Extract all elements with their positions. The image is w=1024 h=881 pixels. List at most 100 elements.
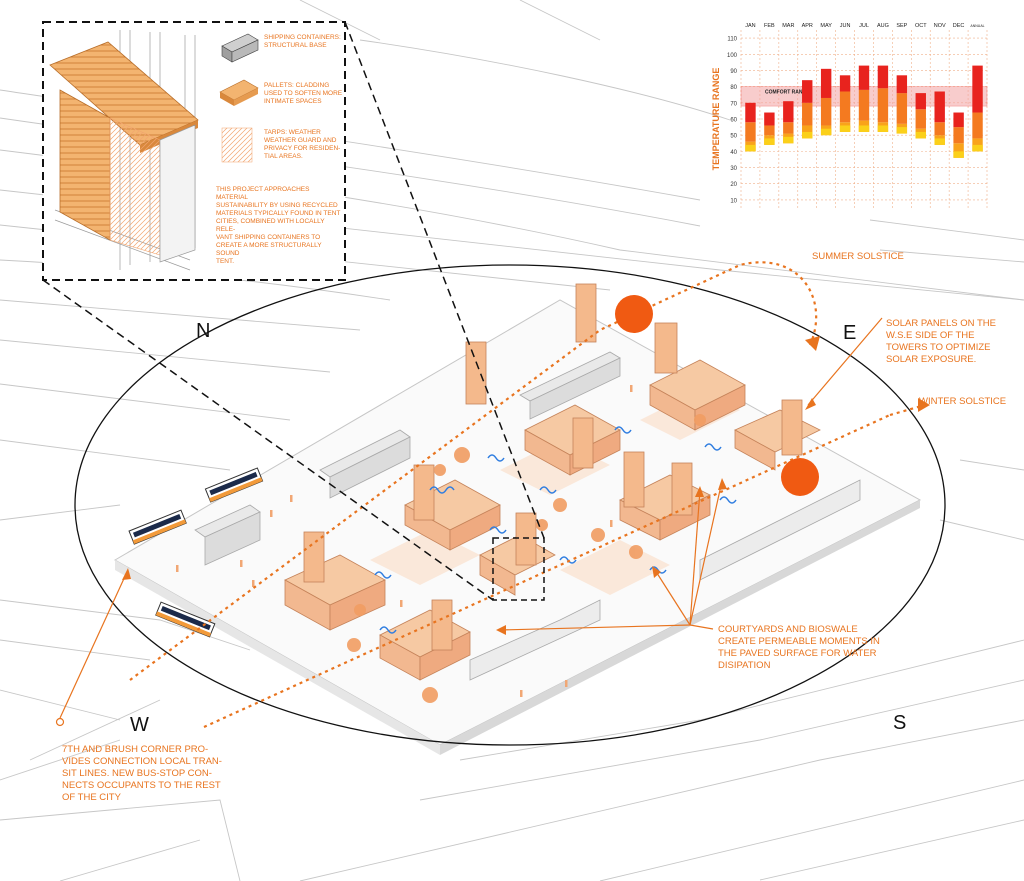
chart-bar-segment [915,109,926,129]
chart-bar-low [802,131,813,139]
pallet-swatch [219,79,259,106]
winter-solstice-label: WINTER SOLSTICE [919,396,1007,407]
chart-bar-segment [783,101,794,123]
chart-bar-low [839,125,851,132]
chart-category-label: SEP [896,23,907,29]
chart-bar-segment [953,143,964,158]
chart-tick-label: 30 [730,166,737,172]
chart-category-label: AUG [877,23,889,29]
chart-tick-label: 110 [727,37,737,43]
legend-paragraph: THIS PROJECT APPROACHES MATERIAL SUSTAIN… [216,186,341,265]
chart-bar-segment [802,125,813,139]
chart-bar-segment [820,68,832,98]
transit-note: 7TH AND BRUSH CORNER PRO- VIDES CONNECTI… [62,744,222,803]
people-figures [176,385,633,697]
chart-category-label: APR [802,23,813,29]
chart-bar-segment [972,112,983,139]
chart-tick-label: 50 [730,134,737,140]
legend-pallets-text: PALLETS: CLADDING USED TO SOFTEN MORE IN… [264,82,343,105]
chart-bar-segment [745,122,756,142]
chart-bar-segment [764,125,775,136]
chart-bar-low [858,125,870,132]
buses [128,467,264,638]
summer-sun [615,295,653,333]
chart-bar-segment [877,88,889,123]
compass-south: S [893,712,907,734]
chart-tick-label: 70 [730,101,737,107]
chart-tick-label: 60 [730,118,737,124]
compass-west: W [130,714,149,736]
chart-bar-low [915,131,926,139]
material-legend-panel [42,21,346,281]
container-swatch [221,33,259,63]
chart-bar-segment [972,65,983,113]
chart-tick-label: 80 [730,85,737,91]
comfort-range-label: COMFORT RANGE [765,90,810,96]
chart-bar-segment [896,75,908,94]
chart-category-label: DEC [953,23,965,29]
chart-bar-low [764,138,775,145]
chart-bar-segment [839,75,851,92]
chart-category-label: OCT [915,23,927,29]
legend-tarps-text: TARPS: WEATHER WEATHER GUARD AND PRIVACY… [264,129,341,160]
chart-bar-segment [934,122,945,136]
chart-bar-segment [934,91,945,123]
trees [347,414,706,703]
courtyards-note: COURTYARDS AND BIOSWALE CREATE PERMEABLE… [718,624,880,671]
legend-containers-text: SHIPPING CONTAINERS: STRUCTURAL BASE [264,34,341,49]
chart-bar-segment [802,102,813,126]
chart-bar-segment [783,122,794,134]
summer-solstice-label: SUMMER SOLSTICE [812,251,904,262]
summer-arrow-head [805,336,820,351]
solar-panels-note: SOLAR PANELS ON THE W.S.E SIDE OF THE TO… [886,318,996,365]
detail-callout-box [492,537,545,601]
annotation-leaders [59,317,883,719]
chart-bar-segment [820,97,832,126]
chart-bar-low [896,127,908,134]
grey-container-blocks [194,351,861,681]
chart-y-axis-label: TEMPERATURE RANGE [711,68,721,171]
tarp-wall [109,117,161,256]
tarp-swatch [221,127,253,163]
chart-bar-low [877,125,889,132]
chart-bar-segment [915,93,926,110]
chart-category-label: JUN [840,23,851,29]
chart-category-label: JUL [859,23,869,29]
chart-tick-label: 40 [730,150,737,156]
transit-leader-dot [55,717,65,727]
chart-bar-segment [764,112,775,126]
compass-east: E [843,322,857,344]
chart-category-label: JAN [745,23,755,29]
compass-north: N [196,320,211,342]
chart-category-label: NOV [934,23,946,29]
chart-bar-segment [802,80,813,103]
chart-category-label: ANNUAL [970,24,984,28]
chart-bar-segment [896,93,908,124]
chart-category-label: FEB [764,23,775,29]
chart-tick-label: 10 [730,198,737,204]
chart-bar-segment [953,112,964,128]
chart-bar-segment [953,127,964,144]
chart-bar-low [745,144,756,152]
site-boundary-ellipse [74,264,946,746]
chart-category-label: MAR [782,23,794,29]
chart-bar-segment [745,102,756,123]
towers [303,283,803,651]
chart-bar-segment [858,65,870,90]
chart-bar-low [972,144,983,152]
chart-tick-label: 90 [730,69,737,75]
chart-bar-segment [972,138,983,152]
detail-projection-lines [42,21,545,601]
chart-bar-low [934,138,945,145]
winter-arrow-head [918,398,930,412]
chart-category-label: MAY [820,23,832,29]
chart-tick-label: 100 [727,53,738,59]
chart-bar-low [953,151,964,158]
chart-bar-segment [839,91,851,123]
winter-sun [781,458,819,496]
chart-bar-low [783,136,794,144]
chart-bar-segment [877,65,889,89]
